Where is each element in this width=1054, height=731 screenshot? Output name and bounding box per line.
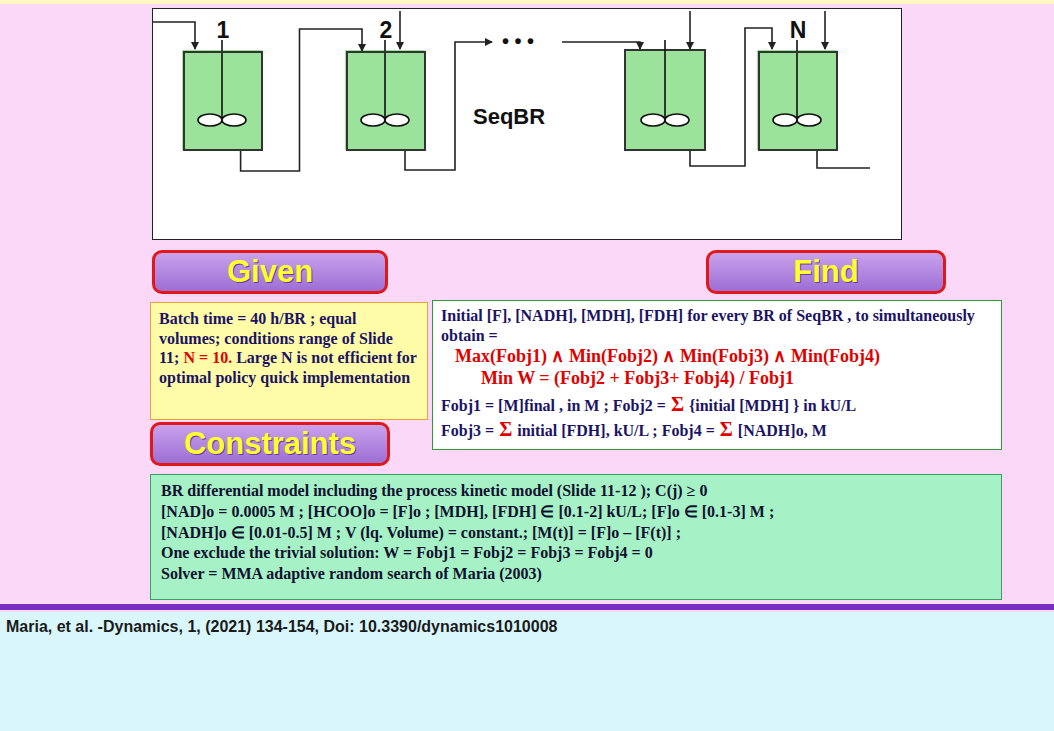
stirrer bbox=[664, 40, 666, 118]
section-tab: Find bbox=[706, 250, 946, 294]
find-text: Fobj3 = bbox=[441, 422, 494, 439]
find-text: Initial [F], [NADH], [MDH], [FDH] for ev… bbox=[441, 307, 975, 344]
sum-symbol: Σ bbox=[499, 418, 512, 440]
stirrer bbox=[222, 114, 246, 126]
batch-reactor: 1 bbox=[183, 51, 263, 151]
batch-reactor: N bbox=[758, 51, 838, 151]
feed-lines bbox=[817, 150, 870, 168]
stirrer bbox=[198, 114, 222, 126]
sum-symbol: Σ bbox=[671, 393, 684, 415]
top-strip bbox=[0, 0, 1054, 4]
find-line: Fobj3 = Σinitial [FDH], kU/L ; Fobj4 = Σ [N… bbox=[441, 417, 993, 442]
find-line: Fobj1 = [M]final , in M ; Fobj2 = Σ {initi… bbox=[441, 392, 993, 417]
feed-lines bbox=[824, 11, 826, 49]
constraint-line: BR differential model including the proc… bbox=[161, 481, 991, 502]
sum-symbol: Σ bbox=[720, 418, 733, 440]
feed-lines bbox=[153, 22, 195, 49]
constraint-line: Solver = MMA adaptive random search of M… bbox=[161, 564, 991, 585]
reactor-number: N bbox=[790, 17, 807, 44]
stirrer bbox=[361, 114, 385, 126]
find-box: Initial [F], [NADH], [MDH], [FDH] for ev… bbox=[432, 300, 1002, 450]
find-line: Initial [F], [NADH], [MDH], [FDH] for ev… bbox=[441, 306, 993, 346]
frame-ground bbox=[152, 8, 902, 240]
given-line: N = 10. bbox=[183, 349, 232, 366]
given-text: Batch time = 40 h/BR ; equal volumes; co… bbox=[159, 309, 419, 387]
stirrer bbox=[773, 114, 797, 126]
section-heading: Find bbox=[793, 254, 858, 290]
constraint-line: One exclude the trivial solution: W = Fo… bbox=[161, 543, 991, 564]
find-text: initial [FDH], kU/L ; Fobj4 = bbox=[517, 422, 715, 439]
find-line: Min W = (Fobj2 + Fobj3+ Fobj4) / Fobj1 bbox=[441, 368, 993, 390]
divider-rule bbox=[0, 604, 1054, 610]
given-box: Batch time = 40 h/BR ; equal volumes; co… bbox=[150, 302, 428, 420]
constraint-line: [NADH]o ∈ [0.01-0.5] M ; V (lq. Volume) … bbox=[161, 523, 991, 544]
reference: Maria, et al. -Dynamics, 1, (2021) 134-1… bbox=[6, 618, 557, 636]
diagram-title: SeqBR bbox=[473, 104, 545, 130]
feed-lines bbox=[562, 42, 640, 49]
find-text: Fobj1 = [M]final , in M ; Fobj2 = bbox=[441, 397, 666, 414]
reactor-number: 1 bbox=[217, 17, 230, 44]
find-text: {initial [MDH] } in kU/L bbox=[689, 397, 856, 414]
find-text: Max(Fobj1) ∧ Min(Fobj2) ∧ Min(Fobj3) ∧ M… bbox=[455, 346, 880, 366]
find-text: Min W = (Fobj2 + Fobj3+ Fobj4) / Fobj1 bbox=[481, 368, 794, 388]
feed-lines bbox=[153, 11, 870, 170]
stirrer bbox=[641, 114, 665, 126]
find-text: [NADH]o, M bbox=[738, 422, 827, 439]
ellipsis: • • • bbox=[502, 30, 534, 53]
constraint-line: [NAD]o = 0.0005 M ; [HCOO]o = [F]o ; [MD… bbox=[161, 502, 991, 523]
stirrer bbox=[385, 114, 409, 126]
stirrer bbox=[797, 114, 821, 126]
section-heading: Constraints bbox=[184, 426, 356, 462]
constraints-box: BR differential model including the proc… bbox=[150, 474, 1002, 600]
feed-lines bbox=[399, 11, 401, 49]
find-line: Max(Fobj1) ∧ Min(Fobj2) ∧ Min(Fobj3) ∧ M… bbox=[441, 346, 993, 368]
stirrer bbox=[665, 114, 689, 126]
section-tab: Constraints bbox=[150, 422, 390, 466]
batch-reactor: 2 bbox=[346, 51, 426, 151]
reactor-fill bbox=[182, 50, 837, 150]
section-heading: Given bbox=[227, 254, 313, 290]
section-tab: Given bbox=[152, 250, 388, 294]
feed-lines bbox=[689, 11, 691, 49]
reactor-number: 2 bbox=[380, 17, 393, 44]
